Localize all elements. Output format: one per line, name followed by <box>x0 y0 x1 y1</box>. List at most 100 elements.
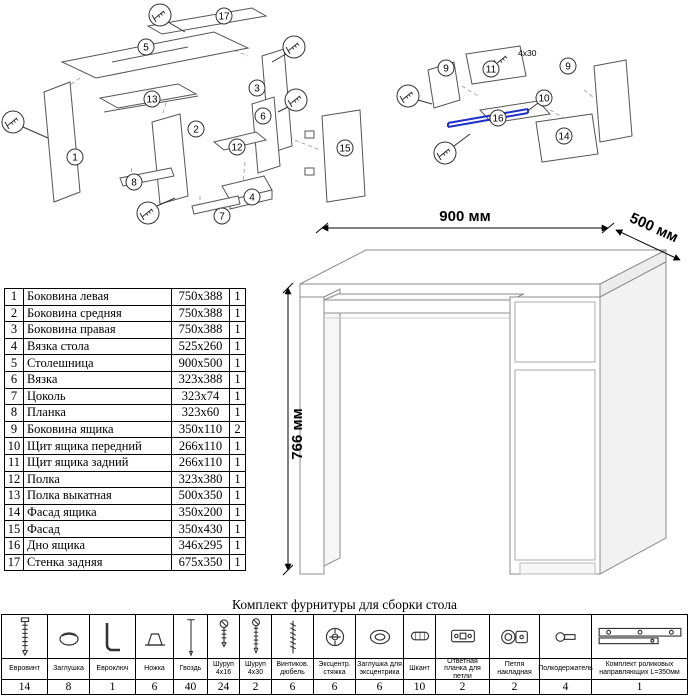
hardware-item: Винтиков. дюбель 6 <box>272 615 314 694</box>
part-row: 5 Столешница 900x500 1 <box>4 354 246 372</box>
hinge-icon <box>490 615 539 659</box>
hardware-item-qty: 8 <box>65 681 72 693</box>
hardware-item-label: Ножка <box>136 659 173 680</box>
hardware-item-label: Евроключ <box>90 659 135 680</box>
part-row: 4 Вязка стола 525x260 1 <box>4 337 246 356</box>
part-row: 6 Вязка 323x388 1 <box>4 370 246 389</box>
hardware-item-label: Заглушка <box>48 659 89 680</box>
part-size: 266x110 <box>171 453 230 472</box>
part-left-side <box>43 81 81 203</box>
cam-cap-icon <box>356 615 403 659</box>
exploded-diagram-desk: 17 5 3 13 2 12 6 1 4 7 8 15 <box>1 3 366 225</box>
part-number: 9 <box>4 420 24 439</box>
part-callout: 2 <box>187 120 205 138</box>
svg-text:5: 5 <box>143 43 149 54</box>
svg-text:12: 12 <box>231 143 243 154</box>
part-callout: 13 <box>143 90 161 108</box>
svg-text:16: 16 <box>492 114 504 125</box>
keyboard-tray-top <box>323 293 525 301</box>
part-number: 2 <box>4 304 24 323</box>
hardware-item-qty: 6 <box>289 681 296 693</box>
fastener-callouts <box>1 3 308 225</box>
part-size: 346x295 <box>171 536 230 555</box>
part-number: 3 <box>4 321 24 339</box>
part-row: 12 Полка 323x380 1 <box>4 470 246 489</box>
plinth <box>519 562 596 575</box>
hardware-item: Евровинт 14 <box>2 615 48 694</box>
part-number: 17 <box>4 553 24 572</box>
part-qty: 2 <box>229 420 246 439</box>
hardware-item: Комплект роликовых направляющих L=350мм … <box>592 615 687 694</box>
part-callout: 3 <box>248 79 266 97</box>
part-callout: 14 <box>555 127 573 145</box>
part-row: 14 Фасад ящика 350x200 1 <box>4 503 246 522</box>
svg-text:15: 15 <box>339 144 351 155</box>
part-name: Столешница <box>23 354 172 372</box>
hardware-item: Гвоздь 40 <box>174 615 208 694</box>
part-size: 350x200 <box>171 503 230 522</box>
desk-body <box>299 249 667 575</box>
part-callouts: 17 5 3 13 2 12 6 1 4 7 8 15 <box>66 7 354 225</box>
part-callouts: 9 11 9 10 16 14 <box>437 57 577 145</box>
door-front <box>514 369 596 561</box>
part-number: 6 <box>4 370 24 389</box>
part-name: Дно ящика <box>23 536 172 555</box>
fastener-callouts <box>396 55 539 165</box>
hardware-item-label: Эксцентр. стяжка <box>314 659 355 680</box>
parts-table: 1 Боковина левая 750x388 1 2 Боковина ср… <box>4 288 246 572</box>
part-size: 323x380 <box>171 470 230 489</box>
hardware-item: Шуруп 4x30 2 <box>240 615 272 694</box>
desk-right-side <box>599 261 667 575</box>
part-size: 675x350 <box>171 553 230 572</box>
hardware-item-label: Полкодержатель <box>538 659 593 680</box>
part-callout: 17 <box>215 7 233 25</box>
svg-text:6: 6 <box>260 112 266 123</box>
hardware-item: Евроключ 1 <box>90 615 136 694</box>
part-qty: 1 <box>229 437 246 455</box>
dimension-width-label: 900 мм <box>439 208 490 225</box>
part-plinth <box>191 195 241 215</box>
svg-text:17: 17 <box>218 12 230 23</box>
part-row: 9 Боковина ящика 350x110 2 <box>4 420 246 439</box>
hardware-table-title: Комплект фурнитуры для сборки стола <box>232 597 457 612</box>
part-qty: 1 <box>229 553 246 572</box>
hardware-item-label: Шуруп 4x30 <box>240 659 271 680</box>
hardware-item-qty: 24 <box>217 681 230 693</box>
part-qty: 1 <box>229 288 246 306</box>
part-size: 750x388 <box>171 304 230 323</box>
parts-table-body: 1 Боковина левая 750x388 1 2 Боковина ср… <box>4 288 246 572</box>
dimension-depth-label: 500 мм <box>627 210 681 247</box>
part-tabletop <box>60 31 250 79</box>
part-size: 323x388 <box>171 370 230 389</box>
part-callout: 6 <box>254 107 272 125</box>
dimension-height-label: 766 мм <box>289 408 306 459</box>
svg-text:9: 9 <box>443 64 449 75</box>
part-row: 3 Боковина правая 750x388 1 <box>4 321 246 339</box>
hardware-item-qty: 2 <box>252 681 259 693</box>
part-number: 16 <box>4 536 24 555</box>
part-number: 7 <box>4 387 24 406</box>
hardware-item: Полкодержатель 4 <box>538 615 593 694</box>
hardware-item: Петля накладная 2 <box>490 615 540 694</box>
hardware-item: Заглушка для эксцентрика 6 <box>356 615 404 694</box>
screw-long-icon <box>240 615 271 659</box>
hardware-item-qty: 4 <box>562 681 569 693</box>
part-row: 10 Щит ящика передний 266x110 1 <box>4 437 246 455</box>
part-size: 323x60 <box>171 404 230 422</box>
hardware-item-qty: 6 <box>331 681 338 693</box>
part-qty: 1 <box>229 536 246 555</box>
exploded-diagram-drawer: 4x30 9 11 9 10 16 14 <box>396 45 633 165</box>
part-size: 323x74 <box>171 387 230 406</box>
hardware-item-label: Гвоздь <box>174 659 207 680</box>
screw-size-note: 4x30 <box>518 48 537 58</box>
part-row: 11 Щит ящика задний 266x110 1 <box>4 453 246 472</box>
screw-short-icon <box>208 615 239 659</box>
hardware-item-qty: 2 <box>459 681 466 693</box>
svg-text:13: 13 <box>146 95 158 106</box>
part-callout: 12 <box>228 138 246 156</box>
part-name: Полка <box>23 470 172 489</box>
part-callout: 11 <box>482 60 500 78</box>
part-name: Щит ящика задний <box>23 453 172 472</box>
dowel-screw-icon <box>272 615 313 659</box>
part-callout: 9 <box>437 59 455 77</box>
